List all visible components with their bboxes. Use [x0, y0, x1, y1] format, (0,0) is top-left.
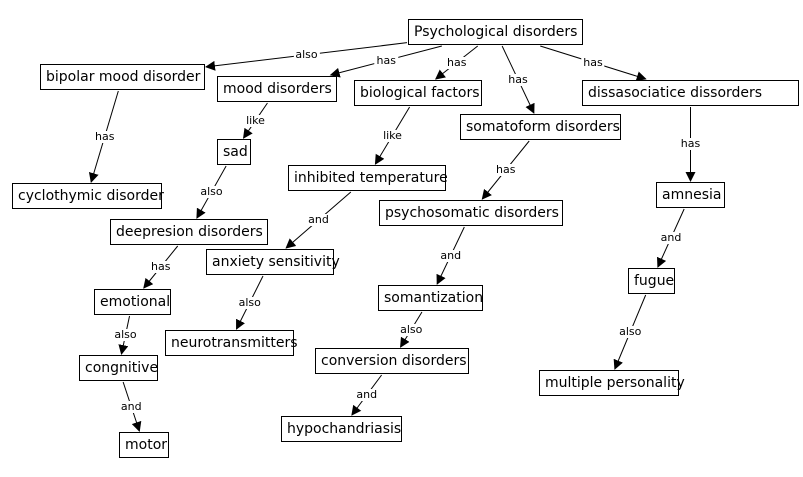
concept-node-somant[interactable]: somantization	[378, 285, 483, 311]
concept-node-emotional[interactable]: emotional	[94, 289, 171, 315]
concept-node-somato[interactable]: somatoform disorders	[460, 114, 621, 140]
concept-node-dissoc[interactable]: dissasociatice dissorders	[582, 80, 799, 106]
concept-node-depress[interactable]: deepresion disorders	[110, 219, 268, 245]
edge-label-bipolar-to-cyclo: has	[93, 129, 117, 143]
concept-node-mood[interactable]: mood disorders	[217, 76, 337, 102]
edge-label-conversion-to-hypo: and	[354, 388, 380, 401]
edge-label-sad-to-depress: also	[198, 185, 225, 198]
edge-label-psych-to-bio: has	[445, 55, 469, 69]
edge-label-psych-to-bipolar: also	[293, 47, 320, 61]
edge-label-amnesia-to-fugue: and	[658, 231, 684, 244]
concept-node-motor[interactable]: motor	[119, 432, 169, 458]
edge-label-psych-to-dissoc: has	[581, 55, 605, 69]
edge-label-anxiety-to-neuro: also	[236, 295, 263, 309]
concept-node-congnitive[interactable]: congnitive	[79, 355, 158, 381]
concept-node-cyclo[interactable]: cyclothymic disorder	[12, 183, 164, 209]
concept-node-conversion[interactable]: conversion disorders	[315, 348, 469, 374]
edge-label-somato-to-psychosom: has	[494, 163, 518, 176]
edge-label-mood-to-sad: like	[244, 113, 267, 127]
concept-node-amnesia[interactable]: amnesia	[656, 182, 725, 208]
edge-label-dissoc-to-amnesia: has	[678, 137, 703, 150]
concept-node-neuro[interactable]: neurotransmitters	[165, 330, 298, 356]
concept-node-psychosom[interactable]: psychosomatic disorders	[379, 200, 563, 226]
concept-node-bipolar[interactable]: bipolar mood disorder	[40, 64, 205, 90]
concept-node-hypo[interactable]: hypochandriasis	[281, 416, 402, 442]
edge-label-depress-to-emotional: has	[149, 260, 173, 273]
concept-node-fugue[interactable]: fugue	[628, 268, 675, 294]
edge-label-somant-to-conversion: also	[398, 322, 425, 336]
edge-label-psychosom-to-somant: and	[438, 248, 464, 262]
edge-label-psych-to-somato: has	[506, 72, 530, 86]
concept-node-multiple[interactable]: multiple personality	[539, 370, 685, 396]
edge-label-fugue-to-multiple: also	[617, 325, 644, 338]
edge-label-congnitive-to-motor: and	[118, 399, 144, 413]
concept-node-sad[interactable]: sad	[217, 139, 251, 165]
concept-node-inhib[interactable]: inhibited temperature	[288, 165, 448, 191]
edge-label-psych-to-mood: has	[374, 53, 398, 67]
concept-node-anxiety[interactable]: anxiety sensitivity	[206, 249, 340, 275]
concept-node-bio[interactable]: biological factors	[354, 80, 482, 106]
edge-label-emotional-to-congnitive: also	[112, 328, 139, 341]
edge-label-inhib-to-anxiety: and	[306, 213, 331, 226]
concept-node-psych[interactable]: Psychological disorders	[408, 19, 583, 45]
edge-label-bio-to-inhib: like	[381, 128, 404, 142]
